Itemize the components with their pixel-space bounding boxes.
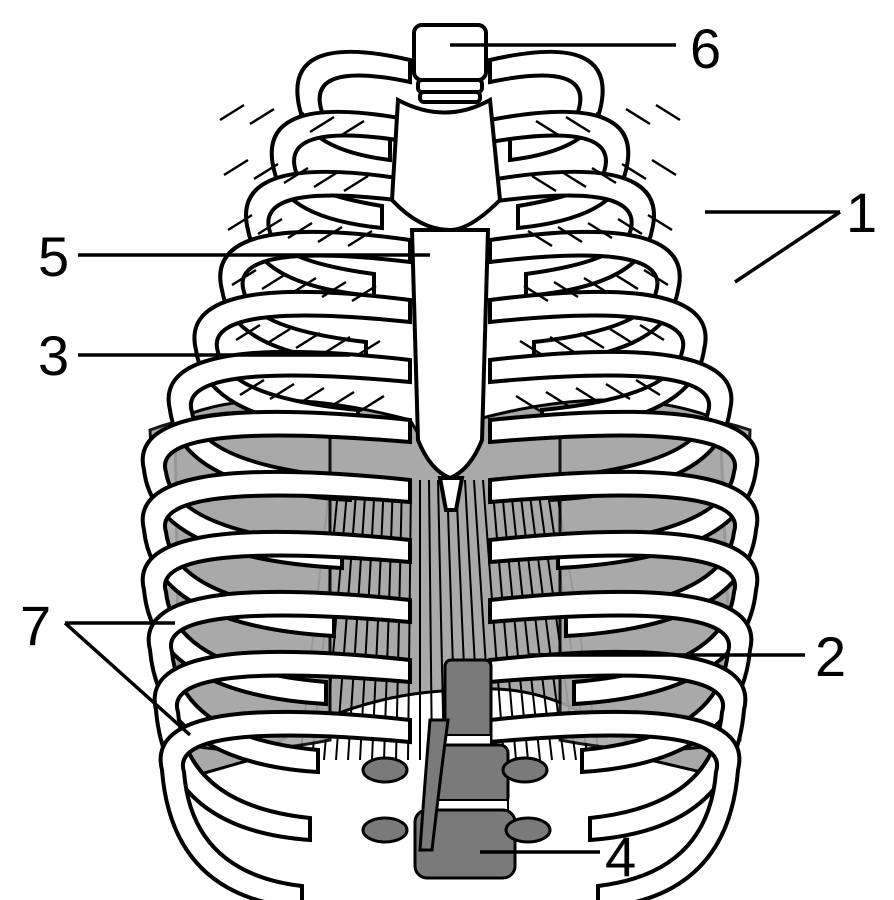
intercostal-stroke (579, 331, 605, 350)
rib-right-12 (488, 709, 742, 900)
intercostal-stroke (523, 284, 549, 303)
intercostal-stroke (549, 335, 575, 354)
intercostal-stroke (651, 158, 677, 177)
label-4: 4 (605, 825, 636, 888)
intercostal-stroke (553, 280, 579, 299)
intercostal-stroke (291, 276, 317, 295)
intercostal-stroke (591, 166, 617, 185)
intercostal-stroke (625, 107, 651, 126)
lumbar-spine (361, 658, 552, 880)
intercostal-stroke (561, 170, 587, 189)
leader-1b (734, 210, 841, 284)
rib-right-6 (488, 349, 734, 503)
intercostal-stroke (351, 284, 377, 303)
intercostal-stroke (265, 327, 291, 346)
intercostal-stroke (231, 268, 257, 287)
intercostal-stroke (639, 323, 665, 342)
intercostal-stroke (269, 382, 295, 401)
intercostal-stroke (355, 339, 381, 358)
intercostal-stroke (565, 115, 591, 134)
intercostal-stroke (235, 323, 261, 342)
intercostal-stroke (321, 280, 347, 299)
intercostal-stroke (287, 221, 313, 240)
intercostal-stroke (527, 229, 553, 248)
intercostal-stroke (219, 103, 245, 122)
xiphoid-process (437, 476, 465, 512)
intercostal-stroke (515, 394, 541, 413)
intercostal-stroke (309, 115, 335, 134)
manubrium (389, 96, 503, 233)
intercostal-stroke (313, 170, 339, 189)
intercostal-stroke (283, 166, 309, 185)
rib-left-6 (166, 349, 412, 503)
intercostal-stroke (279, 111, 305, 130)
intercostal-stroke (239, 378, 265, 397)
intercostal-stroke (635, 378, 661, 397)
thoracic-vertebra-top (412, 23, 488, 104)
intercostal-stroke (325, 335, 351, 354)
intercostal-stroke (223, 158, 249, 177)
rib-right-11 (488, 649, 748, 843)
intercostal-stroke (643, 268, 669, 287)
intercostal-strokes (219, 103, 681, 413)
rib-left-11 (152, 649, 412, 843)
intercostal-stroke (587, 221, 613, 240)
intercostal-stroke (359, 394, 385, 413)
label-3: 3 (38, 324, 69, 387)
rib-left-7 (140, 409, 412, 571)
intercostal-stroke (621, 162, 647, 181)
intercostal-stroke (531, 174, 557, 193)
intercostal-stroke (343, 174, 369, 193)
intercostal-stroke (557, 225, 583, 244)
intercostal-stroke (575, 386, 601, 405)
intercostal-stroke (655, 103, 681, 122)
intercostal-stroke (647, 213, 673, 232)
intercostal-stroke (613, 272, 639, 291)
intercostal-stroke (253, 162, 279, 181)
rib-right-2 (488, 109, 631, 231)
intercostal-stroke (545, 390, 571, 409)
intercostal-stroke (583, 276, 609, 295)
labels: 6 1 5 3 2 7 4 (20, 17, 877, 888)
rib-right-7 (488, 409, 760, 571)
intercostal-stroke (609, 327, 635, 346)
intercostal-stroke (295, 331, 321, 350)
intercostal-stroke (339, 119, 365, 138)
diaphragm-fiber (437, 479, 445, 761)
intercostal-stroke (257, 217, 283, 236)
intercostal-stroke (535, 119, 561, 138)
leader-lines (63, 43, 841, 854)
intercostal-stroke (605, 382, 631, 401)
rib-left-2 (269, 109, 412, 231)
intercostal-stroke (317, 225, 343, 244)
label-5: 5 (38, 225, 69, 288)
intercostal-stroke (249, 107, 275, 126)
sternum (389, 96, 503, 512)
label-1: 1 (846, 181, 877, 244)
diaphragm-fiber (428, 479, 433, 761)
rib-left-1 (295, 49, 412, 163)
rib-right-1 (488, 49, 605, 163)
intercostal-stroke (299, 386, 325, 405)
sternum-body (409, 228, 491, 481)
intercostal-stroke (595, 111, 621, 130)
label-7: 7 (20, 594, 51, 657)
label-2: 2 (815, 625, 846, 688)
intercostal-stroke (519, 339, 545, 358)
leader-7b (63, 621, 192, 737)
intercostal-stroke (261, 272, 287, 291)
ribs-right (488, 49, 760, 900)
intercostal-stroke (227, 213, 253, 232)
intercostal-stroke (617, 217, 643, 236)
label-6: 6 (690, 17, 721, 80)
intercostal-stroke (329, 390, 355, 409)
intercostal-stroke (347, 229, 373, 248)
